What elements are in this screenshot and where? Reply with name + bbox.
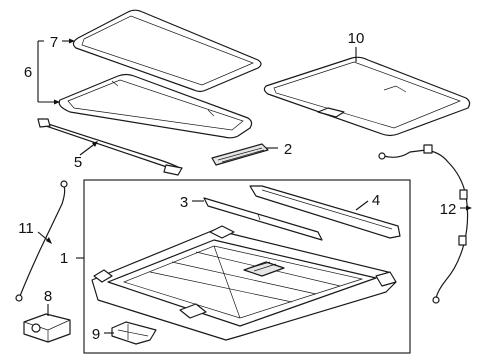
callout-11: 11 xyxy=(18,220,34,237)
arrow-7 xyxy=(69,38,75,44)
part-4-deflector xyxy=(249,185,401,239)
part-2-seal xyxy=(211,143,269,166)
part-1-housing-frame xyxy=(91,225,397,341)
leader-4 xyxy=(355,200,369,211)
callout-9: 9 xyxy=(92,326,100,343)
part-6-frame-assembly xyxy=(58,73,253,139)
part-12-drain-hose xyxy=(378,144,469,304)
callout-4: 4 xyxy=(372,192,380,209)
callout-10: 10 xyxy=(348,30,365,47)
arrow-11 xyxy=(46,237,52,244)
part-5-cable xyxy=(37,118,183,176)
callout-2: 2 xyxy=(284,141,292,158)
part-8-motor xyxy=(23,313,71,343)
leader-5 xyxy=(79,142,97,156)
callout-6: 6 xyxy=(24,64,32,81)
callout-7: 7 xyxy=(50,34,58,51)
part-7-glass-panel xyxy=(72,9,262,93)
part-11-drain-tube xyxy=(15,180,68,302)
callout-1: 1 xyxy=(60,250,68,267)
arrow-5 xyxy=(92,141,98,147)
arrow-6 xyxy=(54,99,60,105)
callout-8: 8 xyxy=(44,288,52,305)
callout-3: 3 xyxy=(180,194,188,211)
arrow-12 xyxy=(466,205,472,211)
part-10-sunshade xyxy=(263,56,471,137)
assembly-box xyxy=(83,179,411,354)
part-9-bracket xyxy=(111,321,157,345)
part-3-guide-rail xyxy=(203,197,323,241)
callout-12: 12 xyxy=(440,201,457,218)
callout-5: 5 xyxy=(74,154,82,171)
